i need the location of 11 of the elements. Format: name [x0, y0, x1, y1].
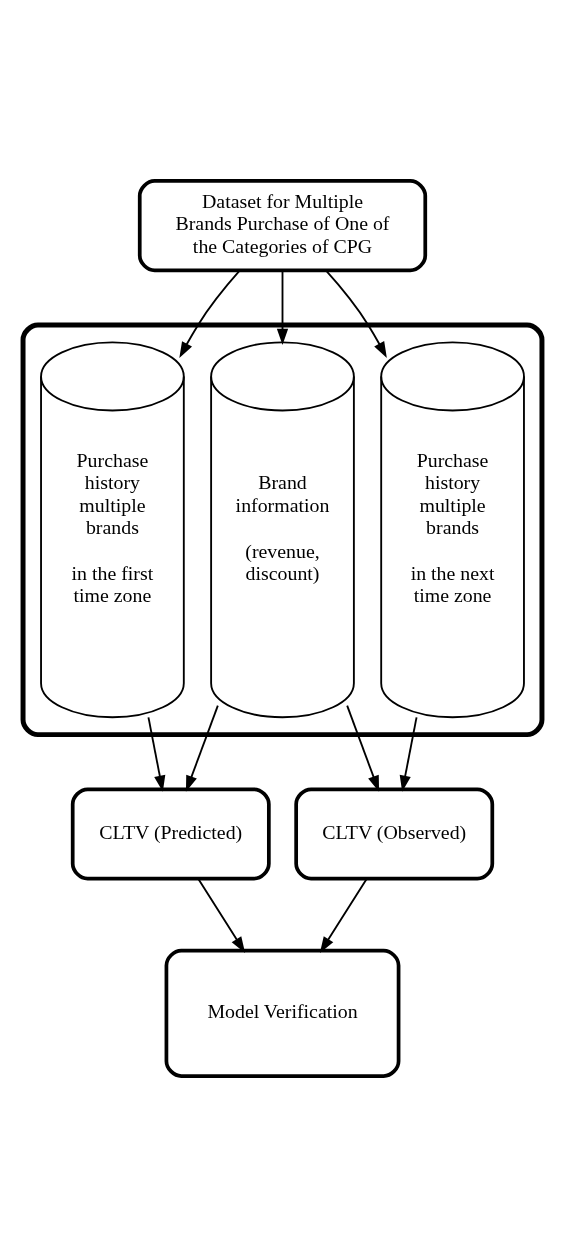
node-box: Dataset for Multiple Brands Purchase of One of the Categories of CPG — [137, 178, 428, 272]
node-box: CLTV (Predicted) — [70, 786, 271, 880]
arrow — [276, 269, 289, 345]
cluster — [20, 322, 545, 737]
arrow — [346, 704, 380, 792]
arrow — [319, 877, 368, 953]
node-box: CLTV (Observed) — [294, 786, 495, 880]
arrow — [185, 704, 219, 792]
node-box: Model Verification — [164, 948, 401, 1078]
arrow — [179, 269, 241, 358]
arrow — [197, 877, 246, 953]
